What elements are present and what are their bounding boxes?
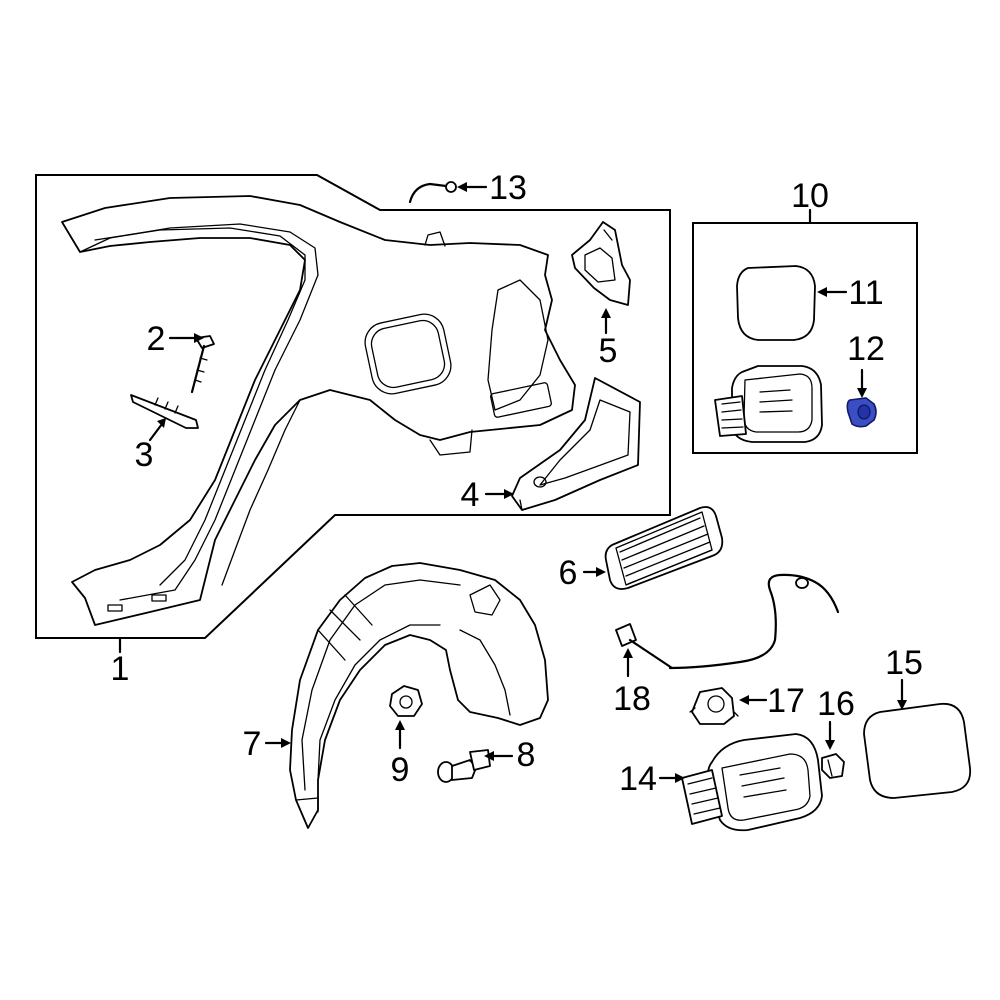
fuel-door-cover[interactable] xyxy=(736,265,816,341)
fuel-filler-housing[interactable] xyxy=(681,733,823,832)
fuel-door-latch-highlighted[interactable] xyxy=(846,397,877,428)
callout-7: 7 xyxy=(243,725,262,763)
quarter-panel[interactable] xyxy=(61,195,576,626)
callout-17: 17 xyxy=(767,682,805,720)
callout-13: 13 xyxy=(489,169,527,207)
hex-nut[interactable] xyxy=(389,685,423,717)
push-clip[interactable] xyxy=(437,749,491,783)
callout-10: 10 xyxy=(791,177,829,215)
callout-6: 6 xyxy=(559,554,578,592)
callout-15: 15 xyxy=(885,644,923,682)
leader-lines xyxy=(118,182,907,783)
wheel-well-liner[interactable] xyxy=(289,562,549,829)
callout-9: 9 xyxy=(391,751,410,789)
fuel-door-release-cable[interactable] xyxy=(615,573,840,670)
fuel-door[interactable] xyxy=(863,702,972,799)
callout-11: 11 xyxy=(848,274,883,312)
callout-8: 8 xyxy=(517,736,536,774)
door-lock-actuator[interactable] xyxy=(689,687,739,725)
callout-12: 12 xyxy=(847,330,885,368)
callout-14: 14 xyxy=(619,760,657,798)
small-latch[interactable] xyxy=(821,753,845,779)
callout-3: 3 xyxy=(135,436,154,474)
lower-bracket[interactable] xyxy=(511,377,641,511)
trim-strip[interactable] xyxy=(130,394,199,429)
callout-16: 16 xyxy=(817,685,855,723)
quarter-panel-group-frame xyxy=(35,174,671,639)
fuel-door-housing[interactable] xyxy=(714,365,823,443)
callout-18: 18 xyxy=(613,680,651,718)
callout-4: 4 xyxy=(461,476,480,514)
callout-1: 1 xyxy=(111,650,130,688)
callout-2: 2 xyxy=(147,320,166,358)
upper-bracket[interactable] xyxy=(571,221,631,306)
callout-5: 5 xyxy=(599,332,618,370)
clip-rod[interactable] xyxy=(190,335,215,394)
pressure-vent-grille[interactable] xyxy=(604,506,724,590)
cable-plug[interactable] xyxy=(408,181,457,204)
fuel-door-group-frame xyxy=(692,222,918,454)
